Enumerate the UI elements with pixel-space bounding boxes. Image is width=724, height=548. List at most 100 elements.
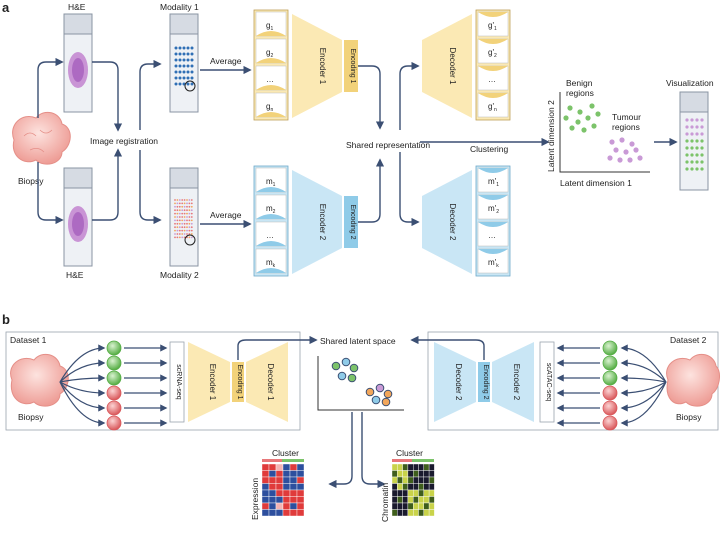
arrow-latent-to-expression	[328, 412, 353, 489]
heatmap-cell	[391, 496, 398, 504]
benign-point	[591, 123, 597, 129]
visualization-spot	[690, 146, 694, 150]
encoding1-bar-a	[344, 40, 358, 92]
modality2-spot	[186, 216, 188, 218]
heatmap-cell	[289, 509, 298, 517]
modality2-spot	[176, 222, 179, 225]
feature-cell-label: …	[266, 75, 274, 84]
visualization-spot	[690, 139, 694, 143]
biopsy-tissue-a	[12, 111, 71, 165]
arrow-biopsy-to-cell-left	[59, 374, 106, 383]
encoder2-trapezoid-a	[292, 170, 342, 274]
heatmap-cell	[418, 470, 425, 478]
heatmap-cell	[428, 496, 435, 504]
expression-heatmap	[261, 459, 305, 517]
heatmap-cell	[275, 483, 284, 491]
modality1-spot	[182, 70, 186, 74]
latent-point	[337, 371, 347, 381]
latent-scatter-plot	[559, 92, 650, 173]
heatmap-cell	[275, 489, 284, 497]
cell-right	[602, 385, 618, 401]
modality1-spot	[182, 46, 186, 50]
encoder2-label-b: Encoder 2	[512, 364, 521, 401]
benign-point	[567, 105, 573, 111]
heatmap-cell	[261, 502, 270, 510]
feature-cell-arc	[478, 222, 508, 227]
heatmap-cell	[268, 496, 277, 504]
latent-point	[383, 389, 393, 399]
modality2-spot	[188, 216, 191, 218]
heatmap-cell	[397, 476, 403, 484]
heatmap-cell	[407, 496, 414, 504]
tumour-regions-label: regions	[612, 122, 640, 132]
heatmap-cell	[268, 509, 277, 517]
biopsy-tissue-b-right	[666, 353, 720, 407]
expression-label: Expression	[250, 478, 260, 520]
heatmap-cell	[391, 483, 398, 491]
feature-cell-arc	[256, 214, 286, 219]
heatmap-cell	[397, 489, 403, 497]
modality2-spot	[190, 202, 193, 205]
visualization-spot	[685, 139, 689, 143]
modality1-spot	[174, 76, 178, 80]
modality1-spot	[174, 52, 178, 56]
feature-cell-arc	[256, 187, 286, 192]
modality2-spot	[183, 199, 186, 201]
modality2-spot	[178, 205, 181, 208]
decoder1-label-a: Decoder 1	[448, 48, 457, 85]
benign-label: Benign	[566, 78, 593, 88]
heatmap-cell	[391, 489, 398, 497]
modality2-spot	[183, 209, 186, 212]
modality1-spot	[182, 58, 186, 62]
heatmap-cell	[282, 502, 291, 510]
modality2-spot	[178, 216, 181, 218]
feature-cell-arc	[478, 93, 508, 98]
modality2-spot	[190, 226, 193, 229]
modality1-spot	[186, 82, 190, 86]
latent-dimension2-label: Latent dimension 2	[546, 100, 556, 172]
modality2-spot	[178, 226, 181, 229]
feature-cell-arc	[256, 31, 286, 36]
tumour-point	[637, 155, 643, 161]
visualization-spot	[700, 167, 704, 171]
feature-cell-label: m2	[266, 204, 276, 215]
benign-point	[563, 115, 569, 121]
heatmap-cell	[296, 476, 305, 484]
heatmap-cell	[397, 502, 403, 510]
heatmap-cell	[275, 470, 284, 478]
encoding2-label-a: Encoding 2	[349, 204, 356, 239]
arrow-he-bottom-to-registration	[92, 148, 123, 221]
modality2-spot	[183, 202, 186, 205]
biopsy-tissue-b-left	[10, 353, 69, 407]
arrow-biopsy-to-he-top	[37, 57, 64, 118]
modality2-spot	[181, 202, 184, 205]
modality2-spot	[181, 222, 184, 225]
scatac-seq-label: scATAC-seq	[545, 363, 552, 401]
modality2-spot	[174, 212, 176, 215]
arrow-biopsy-to-cell-right	[620, 381, 667, 397]
heatmap-cell	[261, 509, 270, 517]
visualization-slide	[679, 91, 709, 191]
heatmap-cell	[418, 509, 425, 517]
heatmap-cell	[289, 483, 298, 491]
heatmap-cell	[282, 509, 291, 517]
heatmap-cell	[296, 470, 305, 478]
heatmap-cell	[268, 502, 277, 510]
cell-left	[106, 355, 122, 371]
modality2-spot	[181, 233, 184, 235]
average-top-label: Average	[210, 56, 242, 66]
cell-left	[106, 415, 122, 431]
benign-point	[569, 125, 575, 131]
heatmap-cell	[261, 496, 270, 504]
heatmap-cell	[413, 476, 419, 484]
tumour-point	[617, 157, 623, 163]
biopsy-label-a: Biopsy	[18, 176, 44, 186]
heatmap-cell	[418, 463, 425, 471]
heatmap-cell	[402, 496, 409, 504]
modality1-spot	[186, 76, 190, 80]
encoder1-trapezoid-b	[188, 342, 230, 422]
modality2-spot	[190, 222, 193, 225]
encoding1-bar-b	[232, 362, 244, 402]
heatmap-cell	[418, 502, 425, 510]
modality1-spot	[190, 70, 194, 74]
